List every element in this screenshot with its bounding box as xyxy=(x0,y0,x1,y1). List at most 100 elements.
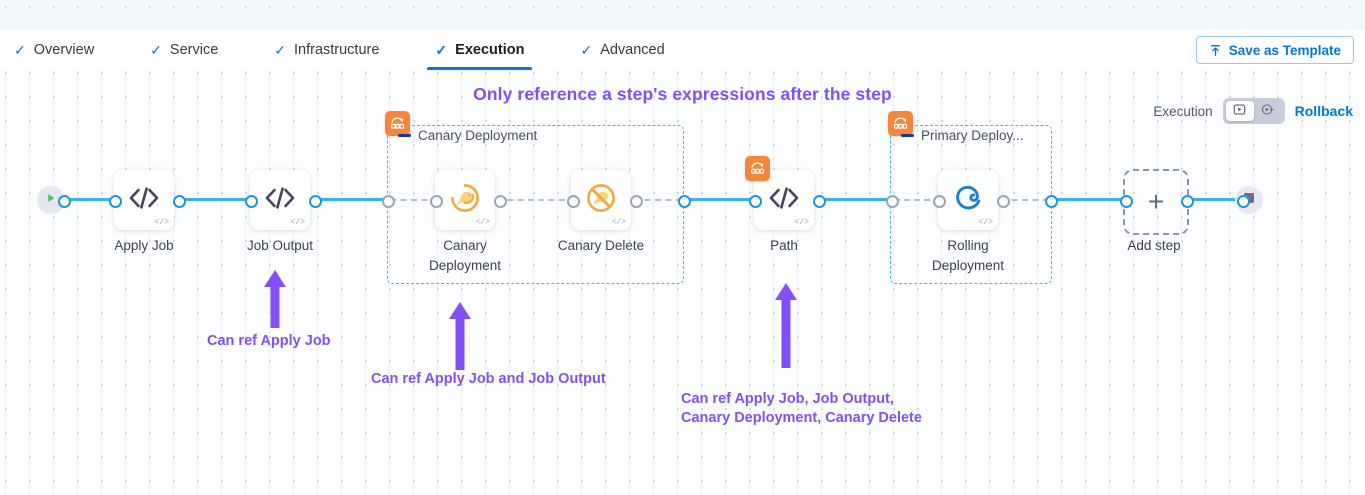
port-end-in[interactable] xyxy=(1237,195,1250,208)
tab-list: ✓ Overview ✓ Service ✓ Infrastructure ✓ … xyxy=(14,29,687,70)
canary-bird-icon xyxy=(449,182,481,219)
upload-template-icon xyxy=(1209,44,1222,57)
annotation-arrow-path xyxy=(772,283,800,373)
check-icon: ✓ xyxy=(14,41,26,58)
port-canary-delete-in[interactable] xyxy=(567,195,580,208)
port-canary-deployment-in[interactable] xyxy=(430,195,443,208)
code-shell-script-icon xyxy=(263,185,297,216)
annotation-path: Can ref Apply Job, Job Output, Canary De… xyxy=(681,391,922,426)
port-rolling-out[interactable] xyxy=(997,195,1010,208)
save-as-template-label: Save as Template xyxy=(1228,42,1341,58)
port-canary-group-out[interactable] xyxy=(678,195,691,208)
step-node-job-output[interactable]: </> Job Output xyxy=(247,170,313,253)
code-badge-icon: </> xyxy=(794,218,809,227)
check-icon: ✓ xyxy=(580,41,593,58)
tab-overview[interactable]: ✓ Overview xyxy=(14,29,116,70)
edge-canary-deployment-to-canary-delete xyxy=(497,199,575,201)
execution-mode-label: Execution xyxy=(1153,103,1213,119)
edge-group-in-to-canary-deployment xyxy=(390,199,438,201)
port-apply-job-out[interactable] xyxy=(173,195,186,208)
tab-advanced[interactable]: ✓ Advanced xyxy=(580,29,686,70)
annotation-arrow-canary xyxy=(446,302,474,375)
node-body[interactable]: </> xyxy=(435,170,495,230)
rollback-mode-option[interactable] xyxy=(1254,101,1282,121)
tab-execution[interactable]: ✓ Execution xyxy=(427,29,546,70)
edge-job-output-to-canary-group xyxy=(314,198,386,201)
mode-switch: Execution Rollback xyxy=(1153,98,1353,124)
play-icon xyxy=(44,191,58,210)
edge-start-to-apply-job xyxy=(62,198,114,201)
page-title: Only reference a step's expressions afte… xyxy=(473,84,892,104)
group-label-text: Canary Deployment xyxy=(418,128,538,143)
step-node-path[interactable]: </> Path xyxy=(745,156,814,253)
step-group-icon xyxy=(745,156,770,181)
check-icon: ✓ xyxy=(274,41,286,58)
node-body[interactable]: </> xyxy=(114,170,174,230)
rolling-deploy-icon xyxy=(953,183,983,218)
node-label: Rolling Deployment xyxy=(931,238,1005,273)
canary-delete-icon xyxy=(585,182,617,219)
tab-label: Service xyxy=(169,41,219,58)
mode-segmented-control[interactable] xyxy=(1222,98,1285,124)
port-add-step-in[interactable] xyxy=(1120,195,1133,208)
node-body[interactable]: </> xyxy=(250,170,310,230)
node-label: Apply Job xyxy=(114,238,174,253)
execution-play-box-icon xyxy=(1233,103,1246,119)
tab-label: Overview xyxy=(33,41,95,58)
tab-label: Infrastructure xyxy=(294,41,380,58)
tab-service[interactable]: ✓ Service xyxy=(150,29,240,70)
edge-path-to-primary-group xyxy=(817,198,891,201)
port-apply-job-in[interactable] xyxy=(109,195,122,208)
code-shell-script-icon xyxy=(127,185,161,216)
plus-icon: + xyxy=(1147,186,1165,217)
tab-label: Advanced xyxy=(600,41,665,58)
code-badge-icon: </> xyxy=(978,218,993,227)
step-node-canary-delete[interactable]: </> Canary Delete xyxy=(558,170,644,253)
group-header[interactable]: Canary Deployment xyxy=(398,128,537,143)
collapse-group-icon[interactable] xyxy=(398,134,411,137)
port-rolling-in[interactable] xyxy=(933,195,946,208)
add-step-label: Add step xyxy=(1127,238,1181,253)
node-label: Path xyxy=(770,238,798,253)
step-group-icon xyxy=(385,111,410,136)
tab-infrastructure[interactable]: ✓ Infrastructure xyxy=(274,29,401,70)
canvas-top-grid-strip xyxy=(0,0,1365,29)
port-add-step-out[interactable] xyxy=(1181,195,1194,208)
port-canary-group-in[interactable] xyxy=(382,195,395,208)
rollback-play-circle-icon xyxy=(1261,103,1274,119)
group-header[interactable]: Primary Deploy... xyxy=(901,128,1024,143)
port-job-output-in[interactable] xyxy=(245,195,258,208)
node-label: Job Output xyxy=(246,238,314,253)
code-badge-icon: </> xyxy=(154,218,169,227)
edge-canary-delete-to-group-out xyxy=(634,199,682,201)
annotation-canary: Can ref Apply Job and Job Output xyxy=(371,371,606,387)
port-start-out[interactable] xyxy=(58,195,71,208)
edge-canary-group-to-path xyxy=(682,198,754,201)
check-icon: ✓ xyxy=(435,41,448,58)
annotation-arrow-job-output xyxy=(261,270,289,333)
collapse-group-icon[interactable] xyxy=(901,134,914,137)
rollback-link[interactable]: Rollback xyxy=(1294,103,1353,119)
code-badge-icon: </> xyxy=(611,218,626,227)
edge-primary-in-to-rolling xyxy=(894,199,940,201)
edge-add-step-to-end xyxy=(1186,198,1241,201)
port-primary-group-out[interactable] xyxy=(1045,195,1058,208)
step-node-canary-deployment[interactable]: </> Canary Deployment xyxy=(429,170,501,273)
save-as-template-button[interactable]: Save as Template xyxy=(1195,36,1354,64)
port-job-output-out[interactable] xyxy=(309,195,322,208)
port-path-out[interactable] xyxy=(813,195,826,208)
node-body[interactable]: </> xyxy=(571,170,631,230)
port-canary-delete-out[interactable] xyxy=(630,195,643,208)
port-primary-group-in[interactable] xyxy=(886,195,899,208)
node-body[interactable]: </> xyxy=(938,170,998,230)
step-group-icon xyxy=(888,111,913,136)
port-path-in[interactable] xyxy=(749,195,762,208)
step-node-apply-job[interactable]: </> Apply Job xyxy=(114,170,174,253)
port-canary-deployment-out[interactable] xyxy=(494,195,507,208)
node-label: Canary Deployment xyxy=(428,238,502,273)
code-badge-icon: </> xyxy=(290,218,305,227)
tab-label: Execution xyxy=(455,41,525,58)
check-icon: ✓ xyxy=(150,41,162,58)
execution-mode-option[interactable] xyxy=(1225,101,1254,121)
step-node-rolling-deployment[interactable]: </> Rolling Deployment xyxy=(932,170,1004,273)
